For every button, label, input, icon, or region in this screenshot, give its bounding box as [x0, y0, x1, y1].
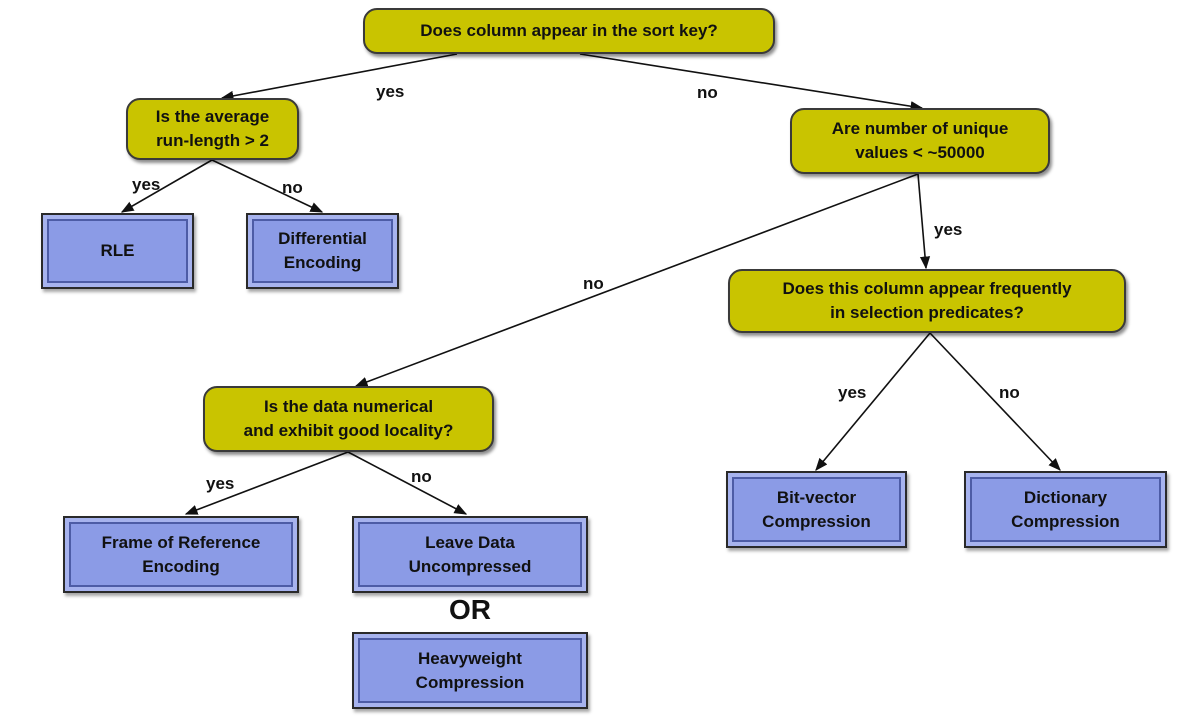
edge-label-run-no: no: [282, 178, 303, 197]
result-bit-vector-compression: Bit-vector Compression: [726, 471, 907, 548]
edge-label-sort-yes: yes: [376, 82, 405, 101]
result-dictionary-compression: Dictionary Compression: [964, 471, 1167, 548]
edge-unique-no: [354, 173, 919, 387]
edge-sort-yes: [220, 53, 458, 101]
edge-label-num-no: no: [411, 467, 432, 486]
edge-pred-yes: [815, 332, 931, 471]
edge-label-unique-no: no: [583, 274, 604, 293]
edge-label-pred-no: no: [999, 383, 1020, 402]
question-selection-predicates: Does this column appear frequently in se…: [728, 269, 1126, 333]
question-unique-values: Are number of unique values < ~50000: [790, 108, 1050, 174]
edge-label-unique-yes: yes: [934, 220, 963, 239]
edge-label-sort-no: no: [697, 83, 718, 102]
edge-sort-no: [579, 53, 924, 112]
edge-num-no: [347, 451, 468, 515]
edge-label-run-yes: yes: [132, 175, 161, 194]
result-leave-data-uncompressed: Leave Data Uncompressed: [352, 516, 588, 593]
edge-run-yes: [120, 159, 213, 213]
question-numerical-locality: Is the data numerical and exhibit good l…: [203, 386, 494, 452]
edge-unique-yes: [917, 173, 931, 270]
edge-label-pred-yes: yes: [838, 383, 867, 402]
result-heavyweight-compression: Heavyweight Compression: [352, 632, 588, 709]
result-differential-encoding: Differential Encoding: [246, 213, 399, 289]
result-frame-of-reference-encoding: Frame of Reference Encoding: [63, 516, 299, 593]
edge-label-num-yes: yes: [206, 474, 235, 493]
question-sort-key: Does column appear in the sort key?: [363, 8, 775, 54]
result-rle: RLE: [41, 213, 194, 289]
or-label: OR: [449, 594, 491, 625]
edge-run-no: [211, 159, 324, 213]
question-average-run-length: Is the average run-length > 2: [126, 98, 299, 160]
edge-num-yes: [184, 451, 349, 515]
edge-pred-no: [929, 332, 1061, 471]
